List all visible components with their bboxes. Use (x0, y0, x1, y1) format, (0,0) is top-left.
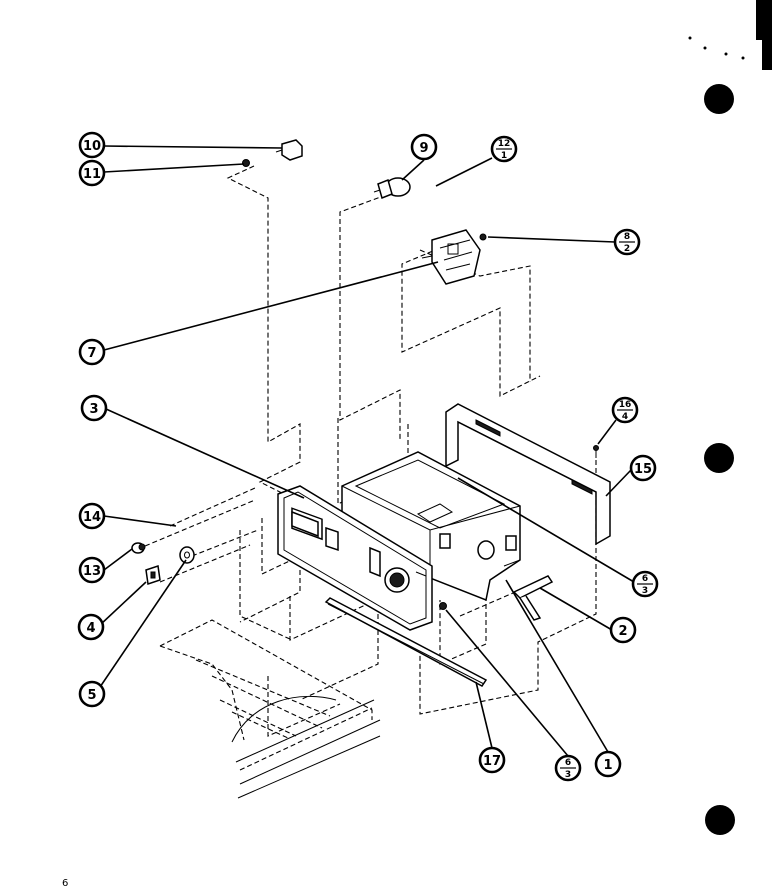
callout-12-1: 121 (490, 135, 518, 163)
svg-text:11: 11 (83, 167, 101, 182)
part-trim-strip-17 (324, 597, 488, 687)
page-number: 6 (62, 878, 69, 889)
part-knob-13 (131, 542, 146, 554)
callout-10: 10 (78, 131, 106, 159)
svg-text:1: 1 (501, 151, 507, 161)
svg-text:2: 2 (618, 624, 627, 639)
svg-text:9: 9 (419, 141, 428, 156)
svg-text:4: 4 (86, 621, 95, 636)
part-switch-4 (145, 565, 161, 585)
svg-text:3: 3 (565, 770, 571, 780)
part-screw-11 (242, 159, 250, 167)
callout-15: 15 (629, 454, 657, 482)
part-screw-6-lower (439, 602, 447, 610)
svg-text:5: 5 (87, 688, 96, 703)
svg-text:15: 15 (634, 462, 652, 477)
part-washer-5 (179, 546, 195, 564)
callout-1: 1 (594, 750, 622, 778)
part-timer-7 (421, 229, 481, 285)
svg-text:6: 6 (565, 758, 571, 768)
svg-text:4: 4 (622, 412, 628, 422)
callout-9: 9 (410, 133, 438, 161)
svg-text:16: 16 (619, 400, 632, 410)
svg-text:2: 2 (624, 244, 630, 254)
callout-16-4: 164 (611, 396, 639, 424)
callout-4: 4 (77, 613, 105, 641)
part-bracket-10 (275, 139, 303, 161)
svg-text:8: 8 (624, 232, 630, 242)
callout-5: 5 (78, 680, 106, 708)
callout-2: 2 (609, 616, 637, 644)
part-knob-2 (512, 575, 554, 621)
binder-hole-marks (688, 0, 772, 835)
part-switch-9 (373, 177, 411, 200)
part-screw-8 (479, 233, 487, 241)
svg-text:13: 13 (83, 564, 101, 579)
callout-17: 17 (478, 746, 506, 774)
callout-6-3-upper: 63 (631, 570, 659, 598)
part-screw-16 (593, 445, 599, 458)
callout-14: 14 (78, 502, 106, 530)
svg-text:14: 14 (83, 510, 101, 525)
part-graphics-panel-3 (277, 485, 433, 631)
svg-text:10: 10 (83, 139, 101, 154)
svg-text:12: 12 (498, 139, 511, 149)
svg-text:6: 6 (642, 574, 648, 584)
callout-3: 3 (80, 394, 108, 422)
svg-text:3: 3 (89, 402, 98, 417)
svg-text:17: 17 (483, 754, 501, 769)
svg-text:1: 1 (603, 758, 612, 773)
svg-text:7: 7 (87, 346, 96, 361)
callout-13: 13 (78, 556, 106, 584)
svg-text:3: 3 (642, 586, 648, 596)
part-bracket-15 (445, 403, 611, 546)
callout-6-3-lower: 63 (554, 754, 582, 782)
cabinet-outline (159, 619, 381, 799)
callout-11: 11 (78, 159, 106, 187)
callout-7: 7 (78, 338, 106, 366)
callout-8-2: 82 (613, 228, 641, 256)
leader-lines (97, 145, 635, 757)
